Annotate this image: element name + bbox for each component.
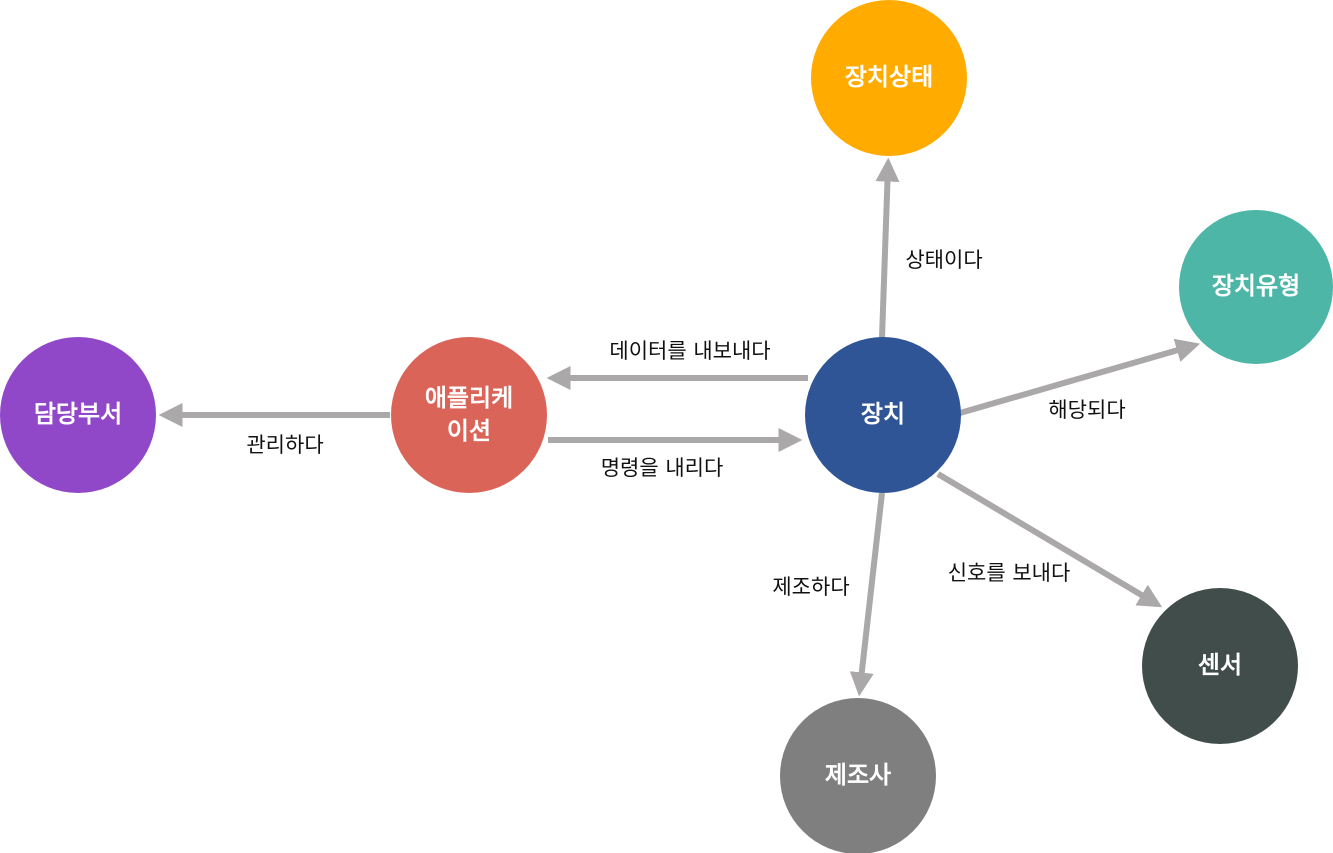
- node-manufacturer-circle: [780, 698, 936, 853]
- edge-device-to-sensor: [936, 471, 1163, 608]
- node-device-status-label: 장치상태: [845, 63, 933, 91]
- node-device[interactable]: 장치: [805, 337, 961, 493]
- node-device-label: 장치: [861, 400, 905, 428]
- node-application-circle: [391, 337, 547, 493]
- node-device-type-circle: [1179, 210, 1333, 364]
- edge-label-manufactures: 제조하다: [772, 575, 849, 599]
- edge-device-to-type: [959, 338, 1201, 416]
- node-manufacturer[interactable]: 제조사: [780, 698, 936, 853]
- node-device-circle: [805, 337, 961, 493]
- node-department[interactable]: 담당부서: [0, 337, 156, 493]
- node-device-status-circle: [811, 0, 967, 156]
- edge-label-issues-command: 명령을 내리다: [601, 456, 724, 480]
- node-application-label-line2: 이션: [447, 417, 491, 445]
- node-device-type[interactable]: 장치유형: [1179, 210, 1333, 364]
- node-sensor[interactable]: 센서: [1142, 588, 1298, 744]
- edge-label-is-status: 상태이다: [905, 248, 982, 272]
- edges: [158, 157, 1201, 697]
- node-device-status[interactable]: 장치상태: [811, 0, 967, 156]
- edge-device-to-manufacturer: [849, 492, 885, 697]
- node-department-label: 담당부서: [34, 400, 122, 428]
- node-application[interactable]: 애플리케 이션: [391, 337, 547, 493]
- node-department-circle: [0, 337, 156, 493]
- edge-label-belongs-to-type: 해당되다: [1048, 398, 1125, 422]
- edge-labels: 상태이다 해당되다 신호를 보내다 제조하다 데이터를 내보내다 명령을 내리다…: [246, 248, 1125, 599]
- edge-label-sends-signal: 신호를 보내다: [948, 561, 1071, 585]
- node-application-label-line1: 애플리케: [425, 384, 513, 412]
- node-sensor-label: 센서: [1198, 651, 1242, 679]
- edge-device-to-status: [875, 157, 900, 339]
- node-manufacturer-label: 제조사: [825, 761, 891, 789]
- node-device-type-label: 장치유형: [1212, 272, 1300, 300]
- edge-label-manages: 관리하다: [246, 433, 323, 457]
- node-sensor-circle: [1142, 588, 1298, 744]
- edge-label-exports-data: 데이터를 내보내다: [609, 339, 770, 363]
